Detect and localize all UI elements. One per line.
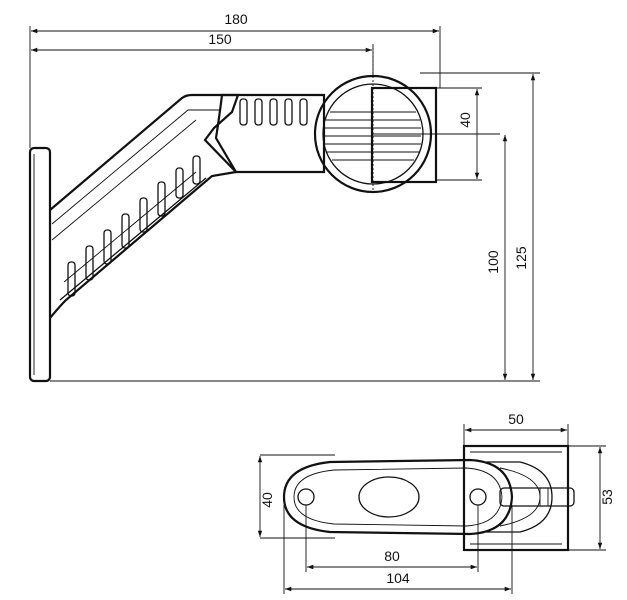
bottom-view: 50 53 40 80 104 [257,411,615,594]
dim-label-104: 104 [386,570,410,586]
dim-label-80: 80 [384,548,400,564]
arm-grip-slots [67,155,201,297]
lamp-body-outline [462,444,570,552]
dim-label-125: 125 [513,246,529,270]
dim-label-40-plate: 40 [259,492,275,508]
mounting-hole-left [297,488,315,506]
mounting-base [28,146,52,383]
dim-label-50: 50 [508,411,524,427]
mounting-hole-right [469,488,487,506]
dim-label-150: 150 [208,31,232,47]
dim-label-40-lens: 40 [457,112,473,128]
dim-label-100: 100 [485,250,501,274]
angled-arm [49,93,240,319]
connector-pin [499,487,575,507]
dim-label-53: 53 [599,489,615,505]
horizontal-arm [214,93,326,174]
lamp-socket [486,461,553,533]
cable-opening [358,476,420,518]
lamp-housing [370,86,438,184]
dim-label-180: 180 [224,11,248,27]
top-grip-slots [239,98,308,126]
side-view: 180 150 40 100 125 [28,11,540,383]
mounting-plate [282,458,514,536]
